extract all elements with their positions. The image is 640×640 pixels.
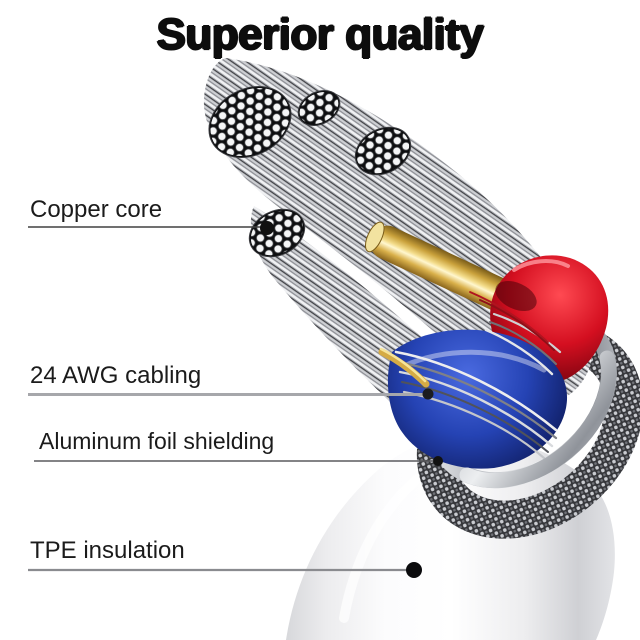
gold-strand-highlight (379, 347, 427, 383)
anchor-dot-foil (433, 456, 443, 466)
label-aluminum-foil: Aluminum foil shielding (39, 428, 275, 454)
tpe-jacket-highlight (339, 475, 421, 623)
tpe-jacket (286, 435, 615, 640)
anchor-dot-copper-core (260, 221, 274, 235)
label-awg-cabling: 24 AWG cabling (30, 362, 202, 389)
callout-leaders (28, 221, 443, 578)
label-copper-core: Copper core (30, 196, 163, 223)
red-wire-socket-shadow (495, 280, 537, 312)
crossing-strands (394, 291, 562, 460)
red-wire-gloss (512, 259, 570, 272)
gold-pin (365, 221, 521, 315)
label-tpe-insulation: TPE insulation (30, 537, 185, 564)
gold-strand (378, 348, 430, 388)
blue-jacket-gloss (401, 349, 547, 373)
page-title: Superior quality (156, 10, 484, 59)
strand-bundle-face-2 (297, 89, 341, 127)
anchor-dot-awg (422, 388, 434, 400)
aluminum-foil-ring-front (459, 350, 617, 488)
anchor-dot-tpe (406, 562, 422, 578)
strand-bundle-face-1 (208, 86, 292, 158)
strand-bundle-face-3 (354, 126, 412, 176)
